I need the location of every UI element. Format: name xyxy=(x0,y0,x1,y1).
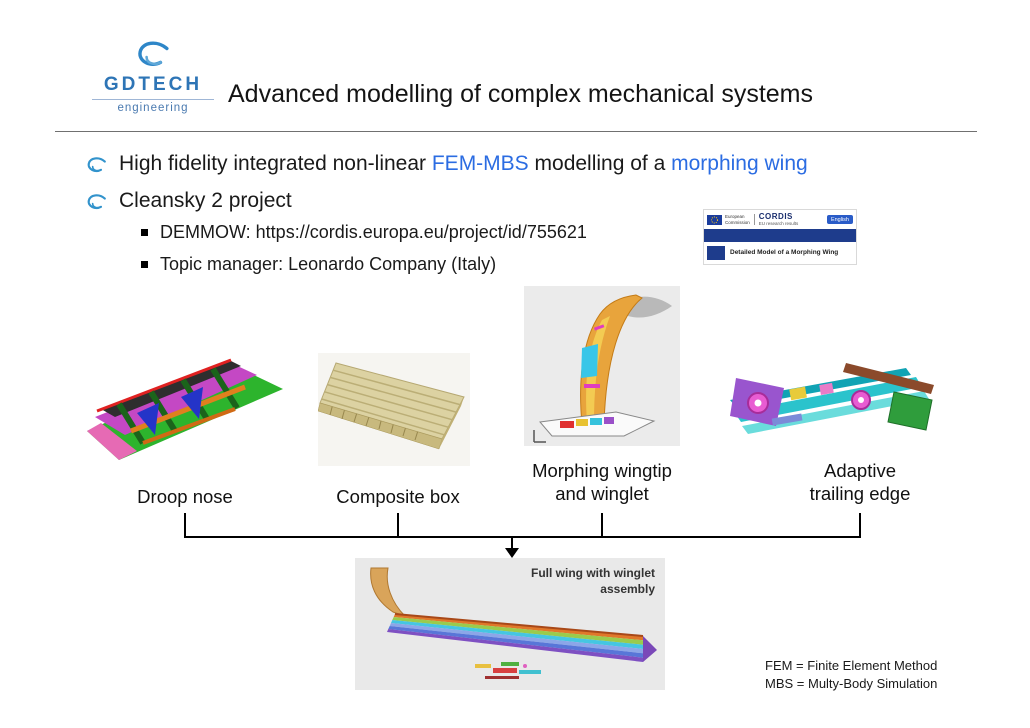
caption-line: and winglet xyxy=(555,482,649,504)
down-arrow-icon xyxy=(505,548,519,558)
caption-line: trailing edge xyxy=(809,482,911,504)
connector-vline-4 xyxy=(859,513,861,538)
cordis-screenshot: European Commission CORDIS EU research r… xyxy=(703,209,857,265)
assembly-label-line1: Full wing with winglet xyxy=(531,566,655,580)
caption-line: Droop nose xyxy=(137,486,233,507)
figure-caption: Composite box xyxy=(303,486,493,509)
square-bullet-icon xyxy=(141,261,148,268)
bullet-text: High fidelity integrated non-linear FEM-… xyxy=(119,152,808,176)
cordis-doc-row: Detailed Model of a Morphing Wing xyxy=(704,242,856,263)
cordis-blue-bar xyxy=(704,229,856,242)
footnote-fem: FEM = Finite Element Method xyxy=(765,658,938,673)
gdtech-logo: GDTECH engineering xyxy=(92,40,214,114)
subbullet-demmow: DEMMOW: https://cordis.europa.eu/project… xyxy=(141,222,587,243)
eu-flag-icon xyxy=(707,214,722,225)
caption-line: Adaptive xyxy=(824,460,896,481)
full-wing-assembly-image: Full wing with winglet assembly xyxy=(355,558,665,690)
morphing-wingtip-image xyxy=(524,286,680,446)
figure-caption: Droop nose xyxy=(85,486,285,509)
assembly-label-line2: assembly xyxy=(600,581,655,596)
connector-vline-3 xyxy=(601,513,603,538)
bullet1-highlight-fem-mbs: FEM-MBS xyxy=(431,152,529,175)
footnote-mbs: MBS = Multy-Body Simulation xyxy=(765,675,938,691)
page-title: Advanced modelling of complex mechanical… xyxy=(228,80,813,108)
bullet-fem-mbs: High fidelity integrated non-linear FEM-… xyxy=(85,152,808,176)
ec-line2: Commission xyxy=(725,219,750,225)
arrow-stem xyxy=(511,538,513,549)
ec-line1: European xyxy=(725,214,745,220)
title-divider xyxy=(55,131,977,132)
subbullet-text: Topic manager: Leonardo Company (Italy) xyxy=(160,254,497,274)
abbreviation-footnotes: FEM = Finite Element Method MBS = Multy-… xyxy=(765,657,937,692)
cordis-tagline: EU research results xyxy=(758,220,799,226)
cordis-header: European Commission CORDIS EU research r… xyxy=(704,210,856,229)
language-button: English xyxy=(826,215,853,224)
swirl-bullet-icon xyxy=(87,157,106,173)
logo-name: GDTECH xyxy=(92,74,214,100)
subbullet-topic-manager: Topic manager: Leonardo Company (Italy) xyxy=(141,254,496,275)
cordis-project-link[interactable]: https://cordis.europa.eu/project/id/7556… xyxy=(255,222,587,242)
logo-subtitle: engineering xyxy=(117,102,189,114)
cordis-brand-block: CORDIS EU research results xyxy=(758,211,799,226)
cordis-brand: CORDIS xyxy=(758,211,793,221)
bullet-cleansky: Cleansky 2 project xyxy=(85,189,292,213)
bullet1-pre: High fidelity integrated non-linear xyxy=(119,152,432,175)
subbullet-text: DEMMOW: https://cordis.europa.eu/project… xyxy=(160,222,587,243)
divider xyxy=(753,214,755,225)
bullet1-mid: modelling of a xyxy=(528,152,672,175)
connector-hline xyxy=(184,536,861,538)
adaptive-trailing-edge-image xyxy=(728,360,940,452)
droop-nose-image xyxy=(85,345,285,462)
square-bullet-icon xyxy=(141,229,148,236)
assembly-label: Full wing with winglet assembly xyxy=(531,566,655,597)
gdtech-swirl-icon xyxy=(138,41,169,67)
bullet-text: Cleansky 2 project xyxy=(119,189,292,212)
cordis-thumbnail xyxy=(707,245,725,260)
bullet1-highlight-morphing-wing: morphing wing xyxy=(671,152,808,175)
composite-box-image xyxy=(318,353,470,466)
connector-vline-2 xyxy=(397,513,399,538)
swirl-bullet-icon xyxy=(87,194,106,210)
demmow-label: DEMMOW: xyxy=(160,222,256,242)
caption-line: Morphing wingtip xyxy=(532,460,672,481)
cordis-doc-title: Detailed Model of a Morphing Wing xyxy=(730,249,839,256)
european-commission-label: European Commission xyxy=(725,214,750,224)
caption-line: Composite box xyxy=(336,486,460,507)
connector-vline-1 xyxy=(184,513,186,538)
